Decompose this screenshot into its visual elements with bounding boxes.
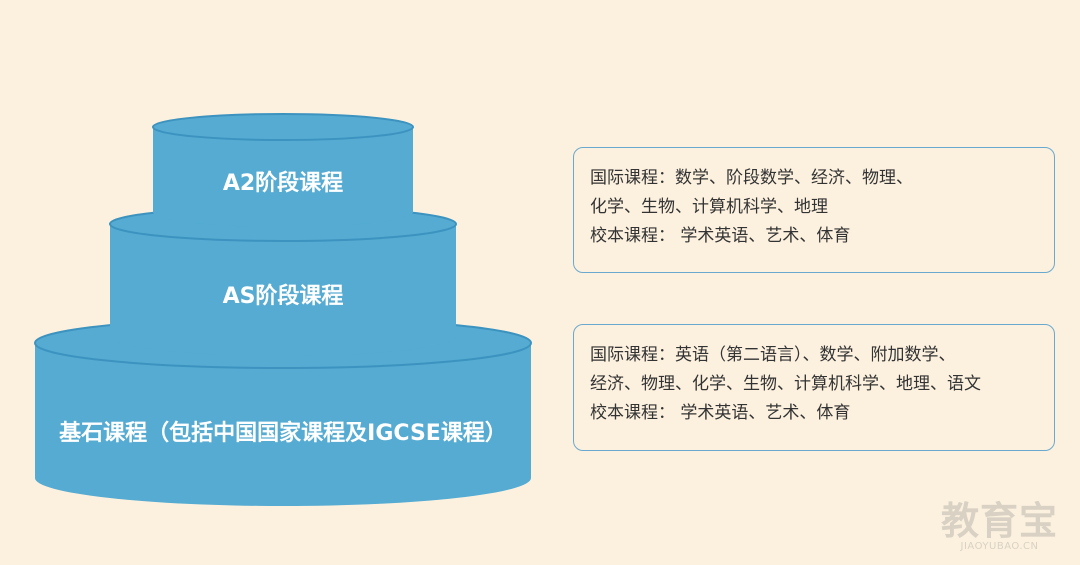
tier-as: AS阶段课程 [109,206,457,356]
a2-international-line-2: 化学、生物、计算机科学、地理 [590,197,828,217]
as-international-line-2: 经济、物理、化学、生物、计算机科学、地理、语文 [590,374,981,394]
three-tier-cake-diagram: 基石课程（包括中国国家课程及IGCSE课程） AS阶段课程 A2阶段课程 [34,113,532,506]
as-course-box: 国际课程：英语（第二语言）、数学、附加数学、 经济、物理、化学、生物、计算机科学… [573,324,1055,451]
tier-a2: A2阶段课程 [152,113,414,227]
as-school-line: 校本课程： 学术英语、艺术、体育 [590,403,851,423]
a2-course-box: 国际课程：数学、阶段数学、经济、物理、 化学、生物、计算机科学、地理 校本课程：… [573,147,1055,273]
watermark: 教育宝 JIAOYUBAO.CN [941,501,1058,553]
as-international-line-1: 国际课程：英语（第二语言）、数学、附加数学、 [590,345,956,365]
a2-international-line-1: 国际课程：数学、阶段数学、经济、物理、 [590,168,913,188]
watermark-url: JIAOYUBAO.CN [960,541,1039,552]
a2-school-line: 校本课程： 学术英语、艺术、体育 [590,226,851,246]
tier-as-label: AS阶段课程 [223,283,344,309]
tier-a2-label: A2阶段课程 [223,170,343,196]
watermark-logo: 教育宝 [940,499,1058,543]
tier-base-label: 基石课程（包括中国国家课程及IGCSE课程） [59,420,507,446]
